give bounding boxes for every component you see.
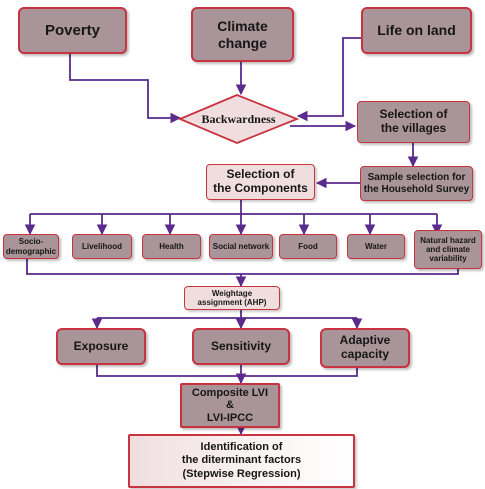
- indicator-socio-demographic: Socio- demographic: [3, 234, 59, 259]
- sample-selection-line-1: Sample selection for: [367, 172, 466, 183]
- sensitivity-label: Sensitivity: [210, 338, 272, 353]
- indicator-natural-hazard-line-2: and climate: [425, 244, 470, 254]
- selection-components-line-1: Selection of: [226, 167, 295, 182]
- poverty-label: Poverty: [44, 21, 101, 39]
- indicator-social-network-label: Social network: [212, 241, 270, 251]
- selection-components-box: Selection of the Components: [206, 164, 315, 200]
- indicator-health: Health: [142, 234, 201, 259]
- connector-poverty-backwardness: [69, 53, 182, 124]
- backwardness-label: Backwardness: [201, 111, 276, 126]
- identification-box: Identification of the diterminant factor…: [128, 434, 355, 488]
- indicator-water-label: Water: [365, 241, 387, 251]
- weightage-box: Weightage assignment (AHP): [184, 286, 280, 310]
- indicator-natural-hazard-line-3: variability: [429, 254, 467, 264]
- indicator-food-label: Food: [298, 241, 318, 251]
- adaptive-capacity-box: Adaptive capacity: [320, 328, 410, 368]
- connector-indicators-bottom-bus: [26, 259, 459, 275]
- indicator-socio-demographic-line-1: Socio-: [18, 237, 44, 247]
- climate-change-label: Climate change: [217, 18, 268, 51]
- climate-change-box: Climate change: [191, 7, 294, 62]
- adaptive-capacity-line-1: Adaptive: [339, 333, 391, 348]
- sample-selection-box: Sample selection for the Household Surve…: [360, 166, 473, 201]
- life-on-land-label: Life on land: [377, 22, 456, 39]
- exposure-label: Exposure: [73, 338, 129, 353]
- indicator-water: Water: [347, 234, 405, 259]
- connector-dimensions-bottom-bus: [96, 365, 358, 377]
- connector-lifeonland-backwardness: [296, 37, 361, 122]
- adaptive-capacity-line-2: capacity: [340, 347, 390, 361]
- weightage-line-1: Weightage: [211, 288, 253, 298]
- backwardness-diamond: [177, 94, 300, 144]
- life-on-land-box: Life on land: [361, 7, 472, 54]
- composite-lvi-box: Composite LVI & LVI-IPCC: [180, 383, 280, 428]
- composite-lvi-line-3: LVI-IPCC: [206, 411, 254, 424]
- exposure-box: Exposure: [56, 328, 146, 365]
- indicator-food: Food: [279, 234, 337, 259]
- sensitivity-box: Sensitivity: [192, 328, 290, 365]
- selection-villages-line-2: the villages: [380, 121, 447, 135]
- indicator-health-label: Health: [159, 241, 184, 251]
- selection-components-line-2: the Components: [213, 181, 308, 195]
- indicator-social-network: Social network: [209, 234, 273, 259]
- selection-villages-line-1: Selection of: [379, 107, 448, 122]
- sample-selection-line-2: the Household Survey: [363, 183, 470, 195]
- indicator-livelihood: Livelihood: [72, 234, 132, 259]
- indicator-socio-demographic-line-2: demographic: [5, 246, 57, 256]
- indicator-natural-hazard: Natural hazard and climate variability: [414, 230, 482, 269]
- composite-lvi-line-1: Composite LVI: [191, 386, 269, 399]
- selection-villages-box: Selection of the villages: [357, 101, 470, 143]
- identification-line-1: Identification of: [200, 441, 283, 454]
- weightage-line-2: assignment (AHP): [197, 298, 267, 307]
- identification-line-3: (Stepwise Regression): [182, 467, 301, 480]
- identification-line-2: the diterminant factors: [181, 454, 302, 467]
- indicator-livelihood-label: Livelihood: [82, 241, 122, 251]
- indicator-natural-hazard-line-1: Natural hazard: [420, 235, 476, 245]
- poverty-box: Poverty: [18, 7, 127, 54]
- composite-lvi-line-2: &: [226, 399, 234, 412]
